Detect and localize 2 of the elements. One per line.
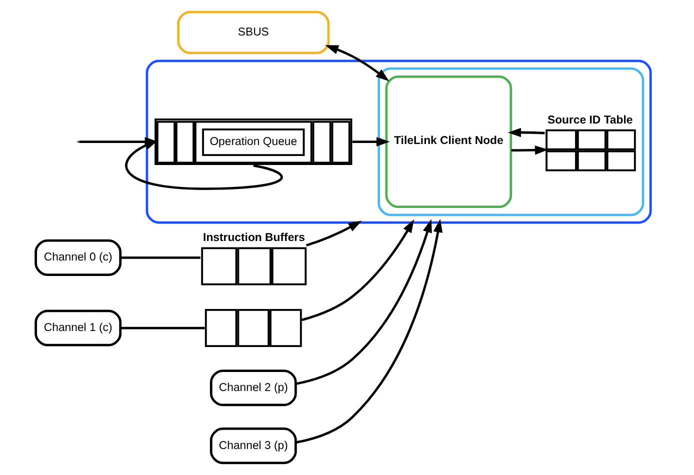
node-label: Instruction Buffers [203,232,305,244]
node-label: Source ID Table [548,114,633,126]
